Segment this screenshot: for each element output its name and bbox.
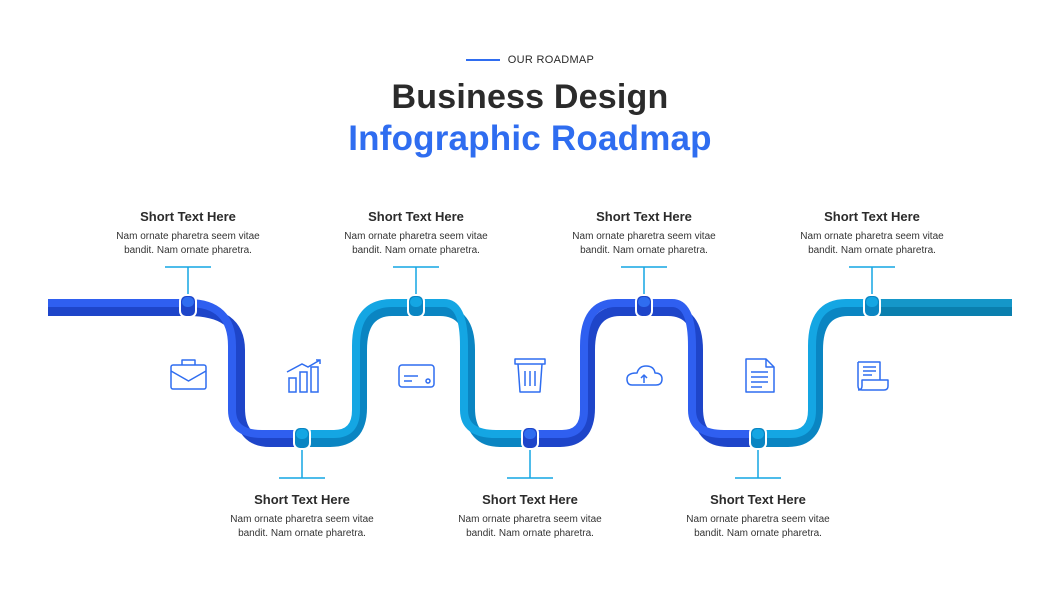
step-desc-line1: Nam ornate pharetra seem vitae: [572, 231, 716, 242]
briefcase-icon: [170, 359, 207, 390]
road-shadow: [48, 306, 1012, 447]
document-icon: [745, 358, 775, 393]
marker-1: [179, 294, 197, 318]
bar-chart-icon: [286, 359, 321, 393]
step-description: Nam ornate pharetra seem vitae bandit. N…: [192, 513, 412, 541]
step-desc-line1: Nam ornate pharetra seem vitae: [800, 231, 944, 242]
marker-6: [749, 426, 767, 450]
page-title: Business Design: [391, 78, 669, 116]
step-5: Short Text Here Nam ornate pharetra seem…: [534, 209, 754, 258]
credit-card-icon: [398, 364, 435, 388]
step-desc-line1: Nam ornate pharetra seem vitae: [230, 514, 374, 525]
step-desc-line2: bandit. Nam ornate pharetra.: [580, 245, 708, 256]
receipt-icon: [857, 361, 889, 391]
step-desc-line1: Nam ornate pharetra seem vitae: [458, 514, 602, 525]
marker-5: [635, 294, 653, 318]
step-description: Nam ornate pharetra seem vitae bandit. N…: [762, 230, 982, 258]
step-title: Short Text Here: [710, 492, 806, 507]
step-title: Short Text Here: [254, 492, 350, 507]
step-description: Nam ornate pharetra seem vitae bandit. N…: [648, 513, 868, 541]
cloud-upload-icon: [626, 365, 663, 386]
step-description: Nam ornate pharetra seem vitae bandit. N…: [420, 513, 640, 541]
step-title: Short Text Here: [482, 492, 578, 507]
step-desc-line2: bandit. Nam ornate pharetra.: [808, 245, 936, 256]
eyebrow-label: OUR ROADMAP: [507, 54, 595, 66]
eyebrow-line: [465, 59, 500, 61]
eyebrow: OUR ROADMAP: [0, 54, 1060, 66]
step-title: Short Text Here: [596, 209, 692, 224]
trash-icon: [514, 358, 546, 393]
step-title: Short Text Here: [824, 209, 920, 224]
step-desc-line1: Nam ornate pharetra seem vitae: [116, 231, 260, 242]
step-7: Short Text Here Nam ornate pharetra seem…: [762, 209, 982, 258]
step-desc-line1: Nam ornate pharetra seem vitae: [344, 231, 488, 242]
step-desc-line2: bandit. Nam ornate pharetra.: [694, 528, 822, 539]
step-desc-line2: bandit. Nam ornate pharetra.: [124, 245, 252, 256]
marker-2: [293, 426, 311, 450]
step-desc-line2: bandit. Nam ornate pharetra.: [466, 528, 594, 539]
step-3: Short Text Here Nam ornate pharetra seem…: [306, 209, 526, 258]
step-description: Nam ornate pharetra seem vitae bandit. N…: [306, 230, 526, 258]
marker-3: [407, 294, 425, 318]
step-description: Nam ornate pharetra seem vitae bandit. N…: [78, 230, 298, 258]
step-1: Short Text Here Nam ornate pharetra seem…: [78, 209, 298, 258]
page-subtitle: Infographic Roadmap: [348, 119, 712, 158]
step-title: Short Text Here: [140, 209, 236, 224]
step-desc-line2: bandit. Nam ornate pharetra.: [352, 245, 480, 256]
marker-4: [521, 426, 539, 450]
step-6: Short Text Here Nam ornate pharetra seem…: [648, 492, 868, 541]
marker-7: [863, 294, 881, 318]
step-2: Short Text Here Nam ornate pharetra seem…: [192, 492, 412, 541]
step-4: Short Text Here Nam ornate pharetra seem…: [420, 492, 640, 541]
step-description: Nam ornate pharetra seem vitae bandit. N…: [534, 230, 754, 258]
step-desc-line2: bandit. Nam ornate pharetra.: [238, 528, 366, 539]
step-desc-line1: Nam ornate pharetra seem vitae: [686, 514, 830, 525]
step-title: Short Text Here: [368, 209, 464, 224]
connector-lines: [165, 266, 895, 479]
road-top: [48, 299, 1012, 438]
